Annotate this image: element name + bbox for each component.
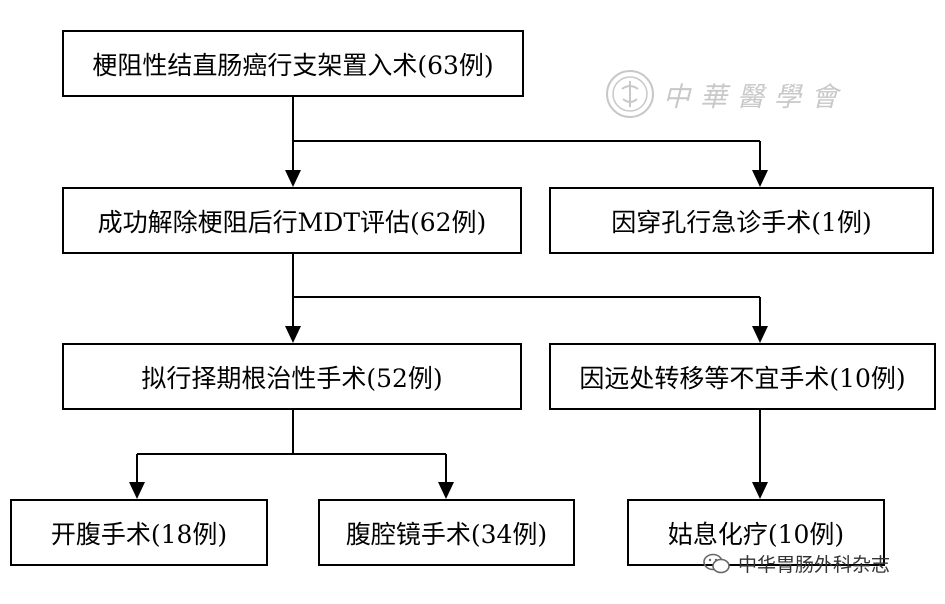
watermark-logo: 中華醫學會: [605, 68, 848, 120]
seal-icon: [606, 70, 654, 118]
radical-box: 拟行择期根治性手术(52例): [62, 343, 522, 410]
open-surgery-box: 开腹手术(18例): [10, 499, 268, 566]
wechat-icon: [703, 553, 730, 573]
start-box: 梗阻性结直肠癌行支架置入术(63例): [62, 30, 524, 97]
arrowhead-open: [129, 482, 145, 499]
open-surgery-box-label: 开腹手术(18例): [50, 519, 228, 549]
radical-box-label: 拟行择期根治性手术(52例): [141, 363, 443, 393]
source-text: 中华胃肠外科杂志: [738, 554, 891, 576]
laparoscopic-box-label: 腹腔镜手术(34例): [345, 519, 548, 549]
mdt-box-label: 成功解除梗阻后行MDT评估(62例): [97, 207, 487, 237]
mdt-box: 成功解除梗阻后行MDT评估(62例): [62, 187, 522, 254]
arrowhead-mdt: [285, 170, 301, 187]
arrowhead-emergency: [752, 170, 768, 187]
emergency-box: 因穿孔行急诊手术(1例): [549, 187, 934, 254]
metastasis-box: 因远处转移等不宜手术(10例): [549, 343, 936, 410]
arrowhead-radical: [285, 326, 301, 343]
arrowhead-metastasis: [752, 326, 768, 343]
watermark-logo-text: 中華醫學會: [663, 81, 848, 113]
palliative-box-label: 姑息化疗(10例): [667, 519, 845, 549]
metastasis-box-label: 因远处转移等不宜手术(10例): [579, 363, 906, 393]
palliative-box: 姑息化疗(10例): [627, 499, 885, 566]
arrowhead-palliative: [752, 482, 768, 499]
source-watermark: 中华胃肠外科杂志: [702, 550, 890, 577]
start-box-label: 梗阻性结直肠癌行支架置入术(63例): [92, 50, 494, 80]
arrowhead-laparoscopic: [438, 482, 454, 499]
emergency-box-label: 因穿孔行急诊手术(1例): [611, 207, 872, 237]
laparoscopic-box: 腹腔镜手术(34例): [318, 499, 575, 566]
